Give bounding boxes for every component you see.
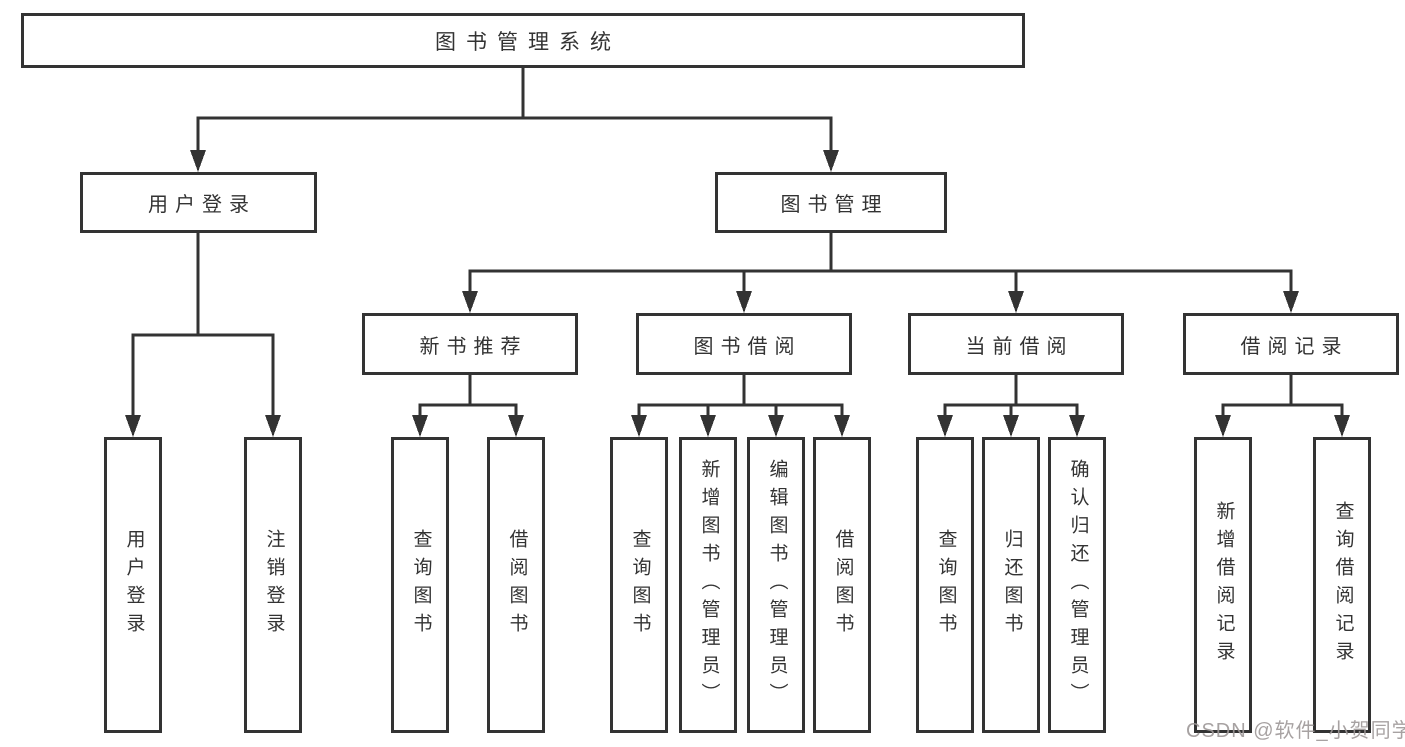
node-label: 用户登录: [123, 529, 145, 641]
node-label: 新增借阅记录: [1213, 501, 1235, 669]
node-label: 借阅图书: [506, 529, 528, 641]
leaf-user-login: 用户登录: [104, 437, 162, 733]
node-label: 借阅图书: [832, 529, 854, 641]
node-current-borrow: 当前借阅: [908, 313, 1124, 375]
node-book-management: 图书管理: [715, 172, 947, 233]
node-label: 查询图书: [935, 529, 957, 641]
node-label: 查询图书: [410, 529, 432, 641]
leaf-query-borrow-record: 查询借阅记录: [1313, 437, 1371, 733]
node-new-book-recommend: 新书推荐: [362, 313, 578, 375]
leaf-edit-book-admin: 编辑图书（管理员）: [747, 437, 805, 733]
node-label: 查询借阅记录: [1332, 501, 1354, 669]
node-label: 当前借阅: [965, 335, 1074, 358]
node-book-borrow: 图书借阅: [636, 313, 852, 375]
leaf-return-book: 归还图书: [982, 437, 1040, 733]
node-user-login: 用户登录: [80, 172, 317, 233]
node-label: 图书管理: [780, 194, 889, 216]
leaf-borrow-books-recommend: 借阅图书: [487, 437, 545, 733]
node-label: 确认归还（管理员）: [1067, 459, 1089, 711]
node-label: 图书管理系统: [435, 30, 621, 54]
leaf-borrow-books: 借阅图书: [813, 437, 871, 733]
csdn-watermark: CSDN @软件_小贺同学: [1186, 720, 1405, 742]
node-label: 归还图书: [1001, 529, 1023, 641]
node-label: 借阅记录: [1240, 335, 1349, 358]
leaf-logout: 注销登录: [244, 437, 302, 733]
node-label: 新增图书（管理员）: [698, 459, 720, 711]
leaf-query-books-recommend: 查询图书: [391, 437, 449, 733]
node-label: 注销登录: [263, 529, 285, 641]
node-label: 查询图书: [629, 529, 651, 641]
node-label: 新书推荐: [419, 335, 528, 358]
node-root-system: 图书管理系统: [21, 13, 1025, 68]
leaf-add-borrow-record: 新增借阅记录: [1194, 437, 1252, 733]
leaf-confirm-return-admin: 确认归还（管理员）: [1048, 437, 1106, 733]
node-label: 图书借阅: [693, 335, 802, 358]
leaf-query-books-borrow: 查询图书: [610, 437, 668, 733]
node-label: 编辑图书（管理员）: [766, 459, 788, 711]
node-label: 用户登录: [148, 194, 256, 216]
leaf-query-books-current: 查询图书: [916, 437, 974, 733]
node-borrow-records: 借阅记录: [1183, 313, 1399, 375]
leaf-add-book-admin: 新增图书（管理员）: [679, 437, 737, 733]
